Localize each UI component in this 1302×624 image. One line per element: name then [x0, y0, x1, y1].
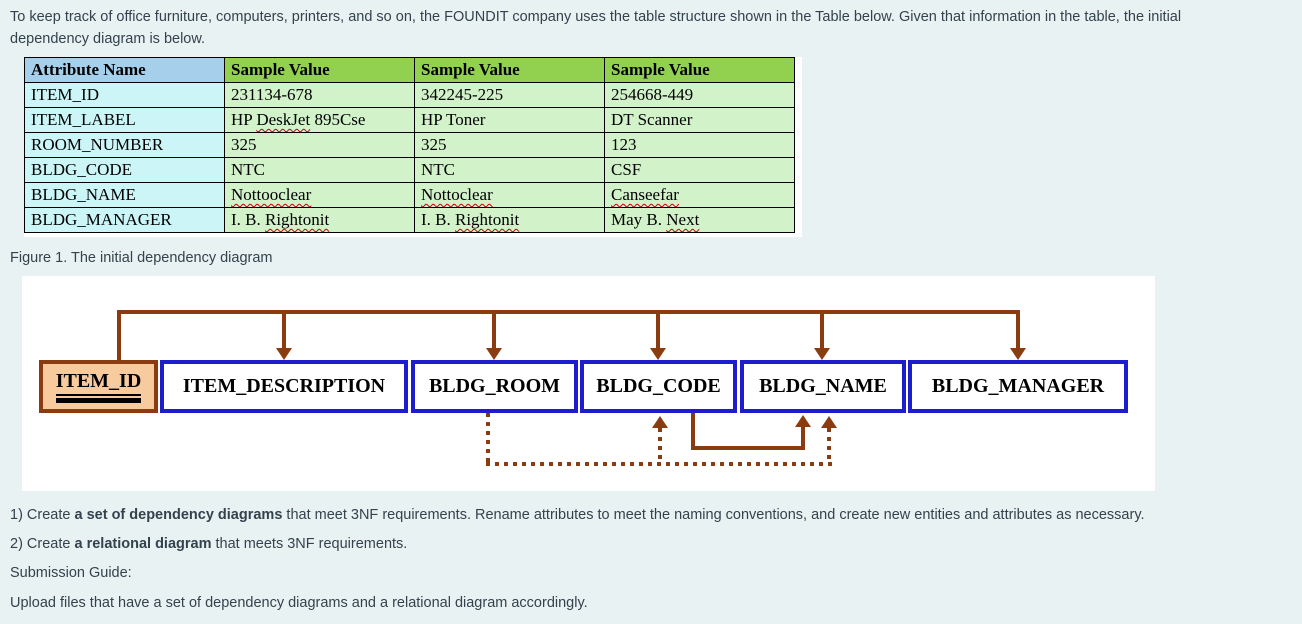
sample-value-cell: 123 [604, 132, 795, 158]
diagram-box-label: BLDG_CODE [596, 375, 721, 397]
attribute-name-cell: ROOM_NUMBER [24, 132, 225, 158]
instruction-1: 1) Create a set of dependency diagrams t… [10, 505, 1145, 525]
sample-value-cell: 342245-225 [414, 82, 605, 108]
upload-note: Upload files that have a set of dependen… [10, 595, 588, 611]
fd-line-code-name-up [801, 427, 805, 446]
fd-dotted-up-bldg-code [658, 428, 662, 462]
diagram-box-bldg-room: BLDG_ROOM [411, 360, 578, 413]
sample-value-cell: 325 [224, 132, 415, 158]
sample-value-cell: I. B. Rightonit [414, 207, 605, 233]
fd-line-itemid-riser [117, 310, 121, 360]
diagram-box-bldg-manager: BLDG_MANAGER [908, 360, 1128, 413]
instruction-2-post: that meets 3NF requirements. [211, 536, 408, 552]
arrowhead-bldg-manager [1010, 348, 1026, 360]
diagram-box-label: BLDG_NAME [759, 375, 887, 397]
fd-line-to-bldg-name [820, 314, 824, 348]
primary-key-underline [55, 398, 142, 403]
arrowhead-room-to-name [821, 416, 837, 428]
diagram-box-label: BLDG_MANAGER [931, 375, 1105, 397]
sample-value-cell: Nottooclear [224, 182, 415, 208]
sample-value-cell: 254668-449 [604, 82, 795, 108]
fd-line-code-name-horizontal [691, 446, 805, 450]
fd-line-to-bldg-code [656, 314, 660, 348]
fd-dotted-up-bldg-name [827, 428, 831, 462]
attribute-name-cell: ITEM_ID [24, 82, 225, 108]
fd-dotted-horizontal [486, 462, 833, 466]
fd-line-to-bldg-room [492, 314, 496, 348]
diagram-box-bldg-code: BLDG_CODE [580, 360, 737, 413]
diagram-box-item-id: ITEM_ID [39, 360, 158, 413]
fd-dotted-room-down [486, 413, 490, 466]
table-header-cell: Attribute Name [24, 57, 225, 83]
sample-value-cell: Canseefar [604, 182, 795, 208]
sample-value-cell: Nottoclear [414, 182, 605, 208]
arrowhead-item-description [276, 348, 292, 360]
submission-guide-label: Submission Guide: [10, 565, 132, 581]
sample-value-cell: 231134-678 [224, 82, 415, 108]
instruction-2-pre: 2) Create [10, 536, 75, 552]
diagram-box-label: BLDG_ROOM [428, 375, 561, 397]
attribute-name-cell: BLDG_CODE [24, 157, 225, 183]
fd-line-to-item-description [282, 314, 286, 348]
attribute-name-cell: BLDG_MANAGER [24, 207, 225, 233]
sample-value-cell: NTC [414, 157, 605, 183]
arrowhead-bldg-room [486, 348, 502, 360]
sample-value-cell: I. B. Rightonit [224, 207, 415, 233]
attribute-name-cell: ITEM_LABEL [24, 107, 225, 133]
diagram-box-label: ITEM_DESCRIPTION [182, 375, 386, 397]
dependency-diagram: ITEM_ID ITEM_DESCRIPTION BLDG_ROOM BLDG_COD… [22, 276, 1155, 491]
sample-value-cell: May B. Next [604, 207, 795, 233]
attribute-name-cell: BLDG_NAME [24, 182, 225, 208]
arrowhead-bldg-name [814, 348, 830, 360]
intro-paragraph: To keep track of office furniture, compu… [10, 9, 1182, 47]
sample-value-cell: DT Scanner [604, 107, 795, 133]
table-header-cell: Sample Value [224, 57, 415, 83]
instruction-2: 2) Create a relational diagram that meet… [10, 534, 407, 554]
instruction-1-pre: 1) Create [10, 507, 75, 523]
sample-value-cell: CSF [604, 157, 795, 183]
sample-value-cell: HP DeskJet 895Cse [224, 107, 415, 133]
diagram-box-label: ITEM_ID [55, 370, 142, 396]
sample-value-cell: NTC [224, 157, 415, 183]
arrowhead-bldg-code [650, 348, 666, 360]
figure-caption: Figure 1. The initial dependency diagram [10, 250, 273, 266]
diagram-box-item-description: ITEM_DESCRIPTION [160, 360, 408, 413]
instruction-1-bold: a set of dependency diagrams [74, 507, 283, 523]
table-header-cell: Sample Value [604, 57, 795, 83]
arrowhead-code-to-name [795, 415, 811, 427]
fd-line-code-down [691, 413, 695, 450]
diagram-box-bldg-name: BLDG_NAME [740, 360, 906, 413]
fd-line-to-bldg-manager [1016, 314, 1020, 348]
sample-value-cell: HP Toner [414, 107, 605, 133]
instruction-1-post: that meet 3NF requirements. Rename attri… [282, 507, 1145, 523]
sample-value-cell: 325 [414, 132, 605, 158]
table-header-cell: Sample Value [414, 57, 605, 83]
fd-line-top-horizontal [117, 310, 1020, 314]
arrowhead-room-to-code [652, 416, 668, 428]
instruction-2-bold: a relational diagram [74, 536, 212, 552]
